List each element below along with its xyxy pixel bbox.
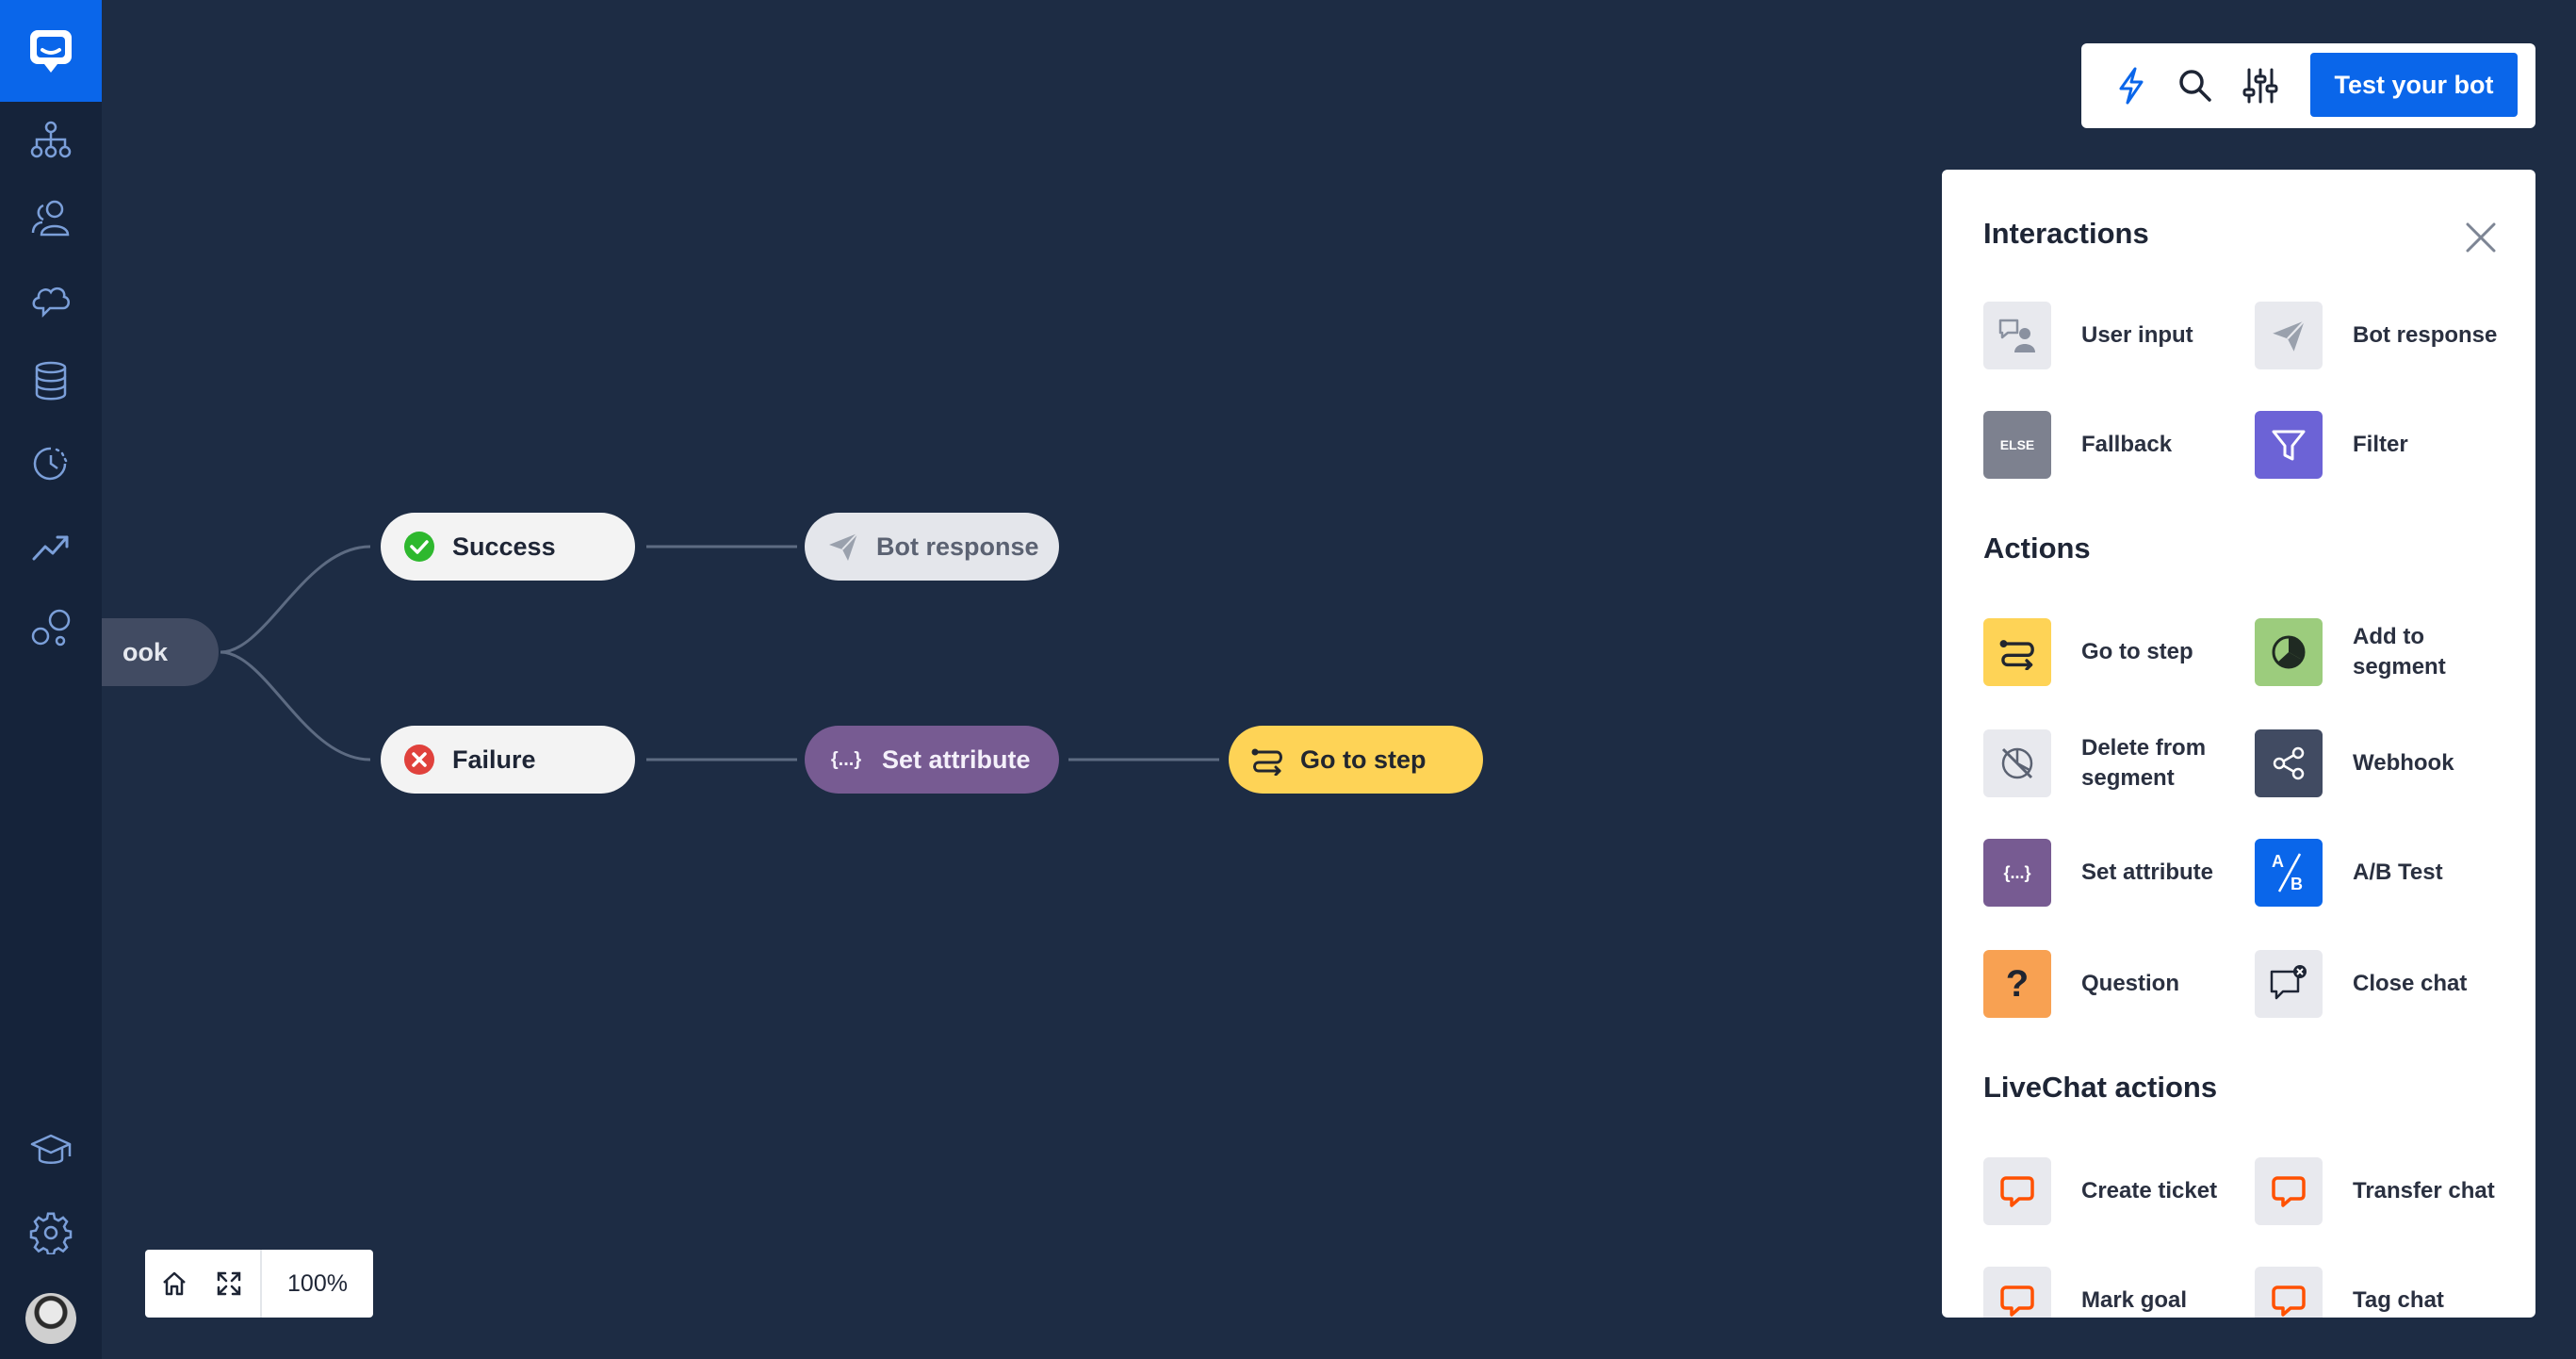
webhook-node[interactable]: ook (102, 618, 219, 686)
flows-icon[interactable] (28, 118, 73, 163)
else-icon: ELSE (1983, 411, 2051, 479)
bot-response-label: Bot response (2353, 322, 2498, 348)
livechat-icon (2255, 1267, 2323, 1318)
braces-icon: {...} (1983, 839, 2051, 907)
go-to-step-label: Go to step (2081, 639, 2193, 664)
palette-item-set-attribute[interactable]: {...} Set attribute (1983, 839, 2247, 907)
success-node[interactable]: Success (381, 513, 635, 581)
settings-gear-icon[interactable] (28, 1210, 73, 1255)
palette-item-question[interactable]: ? Question (1983, 950, 2247, 1018)
livechat-icon (1983, 1157, 2051, 1225)
zoom-divider (260, 1250, 262, 1318)
delete-from-segment-label: Delete from segment (2081, 735, 2207, 791)
search-icon[interactable] (2177, 67, 2214, 105)
palette-item-mark-goal[interactable]: Mark goal (1983, 1267, 2247, 1318)
palette-item-user-input[interactable]: User input (1983, 302, 2247, 369)
fallback-label: Fallback (2081, 432, 2173, 457)
route-icon (1251, 744, 1283, 776)
integrations-bubbles-icon[interactable] (28, 605, 73, 650)
check-circle-icon (403, 531, 435, 563)
set-attribute-node[interactable]: {...} Set attribute (805, 726, 1059, 794)
users-icon[interactable] (28, 196, 73, 241)
question-icon: ? (1983, 950, 2051, 1018)
create-ticket-label: Create ticket (2081, 1178, 2218, 1203)
livechat-icon (2255, 1157, 2323, 1225)
palette-item-go-to-step[interactable]: Go to step (1983, 618, 2247, 686)
webhook-node-label: ook (122, 637, 169, 666)
palette-item-close-chat[interactable]: Close chat (2255, 950, 2519, 1018)
palette-item-create-ticket[interactable]: Create ticket (1983, 1157, 2247, 1225)
knowledge-cloud-icon[interactable] (28, 277, 73, 322)
transfer-chat-label: Transfer chat (2353, 1178, 2495, 1203)
interactions-panel: Interactions User input Bot response ELS… (1942, 170, 2535, 1318)
palette-item-add-to-segment[interactable]: Add to segment (2255, 618, 2519, 686)
mark-goal-label: Mark goal (2081, 1287, 2188, 1313)
history-clock-icon[interactable] (28, 441, 73, 486)
flow-connectors (220, 545, 1219, 761)
zoom-control: 100% (145, 1250, 373, 1318)
flow-canvas[interactable]: ook Success Failure Bot response {...} S… (102, 0, 2576, 1359)
palette-item-webhook[interactable]: Webhook (2255, 729, 2519, 797)
filter-label: Filter (2353, 432, 2408, 457)
add-to-segment-label: Add to segment (2353, 624, 2446, 680)
user-input-label: User input (2081, 322, 2193, 348)
set-attribute-node-label: Set attribute (882, 745, 1031, 774)
palette-item-tag-chat[interactable]: Tag chat (2255, 1267, 2519, 1318)
webhook-label: Webhook (2353, 750, 2454, 776)
palette-item-ab-test[interactable]: A B A/B Test (2255, 839, 2519, 907)
top-toolbar: Test your bot (2081, 43, 2535, 128)
failure-node-label: Failure (452, 745, 536, 774)
filter-icon (2255, 411, 2323, 479)
failure-node[interactable]: Failure (381, 726, 635, 794)
interactions-heading: Interactions (1983, 217, 2149, 250)
user-input-icon (1983, 302, 2051, 369)
success-node-label: Success (452, 532, 556, 561)
go-to-step-node[interactable]: Go to step (1229, 726, 1483, 794)
academy-cap-icon[interactable] (28, 1127, 73, 1172)
home-icon[interactable] (147, 1250, 202, 1318)
x-circle-icon (403, 744, 435, 776)
ab-icon-a: A (2272, 852, 2284, 871)
analytics-trend-icon[interactable] (28, 523, 73, 568)
livechat-actions-heading: LiveChat actions (1983, 1071, 2218, 1104)
close-icon[interactable] (2462, 219, 2500, 256)
set-attribute-label: Set attribute (2081, 860, 2214, 885)
ab-test-label: A/B Test (2353, 860, 2443, 885)
palette-item-transfer-chat[interactable]: Transfer chat (2255, 1157, 2519, 1225)
test-your-bot-button[interactable]: Test your bot (2310, 53, 2518, 117)
ab-test-icon: A B (2255, 839, 2323, 907)
question-label: Question (2081, 971, 2180, 996)
close-chat-label: Close chat (2353, 971, 2468, 996)
palette-item-delete-from-segment[interactable]: Delete from segment (1983, 729, 2247, 797)
chat-logo-icon (30, 30, 72, 73)
go-to-step-node-label: Go to step (1300, 745, 1427, 774)
user-avatar[interactable] (25, 1293, 76, 1344)
braces-icon: {...} (830, 748, 862, 770)
paper-plane-icon (827, 531, 859, 563)
route-icon (1983, 618, 2051, 686)
close-chat-icon (2255, 950, 2323, 1018)
palette-item-filter[interactable]: Filter (2255, 411, 2519, 479)
database-icon[interactable] (28, 358, 73, 403)
lightning-icon[interactable] (2112, 67, 2150, 105)
livechat-icon (1983, 1267, 2051, 1318)
palette-item-bot-response[interactable]: Bot response (2255, 302, 2519, 369)
tag-chat-label: Tag chat (2353, 1287, 2444, 1313)
paper-plane-icon (2255, 302, 2323, 369)
actions-heading: Actions (1983, 532, 2091, 565)
sliders-icon[interactable] (2242, 67, 2279, 105)
palette-item-fallback[interactable]: ELSE Fallback (1983, 411, 2247, 479)
sidebar (0, 0, 102, 1359)
zoom-level[interactable]: 100% (287, 1269, 348, 1297)
bot-response-node[interactable]: Bot response (805, 513, 1059, 581)
share-nodes-icon (2255, 729, 2323, 797)
pie-chart-icon (2255, 618, 2323, 686)
pie-slash-icon (1983, 729, 2051, 797)
ab-icon-b: B (2291, 875, 2303, 893)
bot-response-node-label: Bot response (876, 532, 1039, 561)
app-logo[interactable] (0, 0, 102, 102)
fit-screen-icon[interactable] (202, 1250, 256, 1318)
